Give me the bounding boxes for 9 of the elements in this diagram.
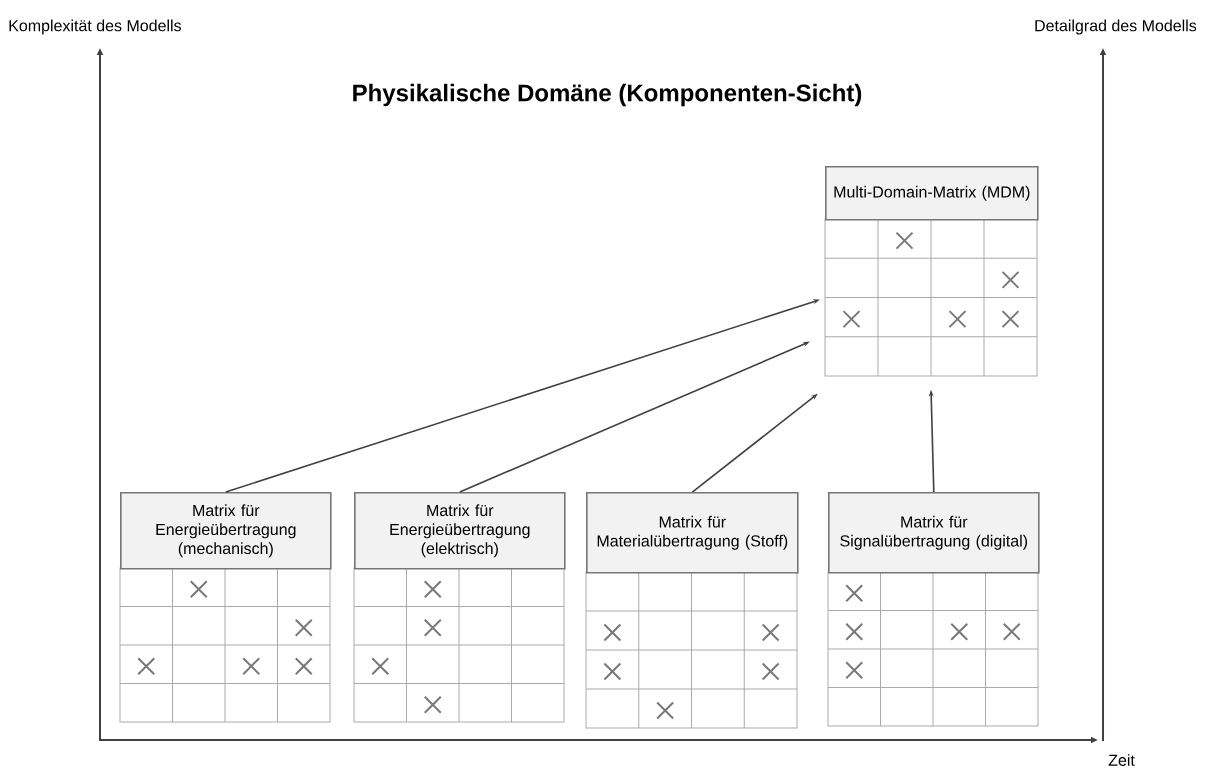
axis-label: Zeit: [1108, 754, 1135, 766]
matrix-header-box: Matrix für Signalübertragung (digital): [828, 492, 1040, 574]
axis-label: Detailgrad des Modells: [1035, 19, 1197, 35]
matrix-header-box: Matrix für Materialübertragung (Stoff): [586, 492, 799, 574]
title: Physikalische Domäne (Komponenten-Sicht): [353, 83, 862, 107]
matrix-header-box: Matrix für Energieübertragung (elektrisch): [354, 492, 566, 570]
axis-label: Komplexität des Modells: [9, 19, 181, 35]
matrix-header-box: Matrix für Energieübertragung (mechanisch): [120, 492, 332, 570]
matrix-header-box: Multi-Domain-Matrix (MDM): [825, 166, 1039, 221]
